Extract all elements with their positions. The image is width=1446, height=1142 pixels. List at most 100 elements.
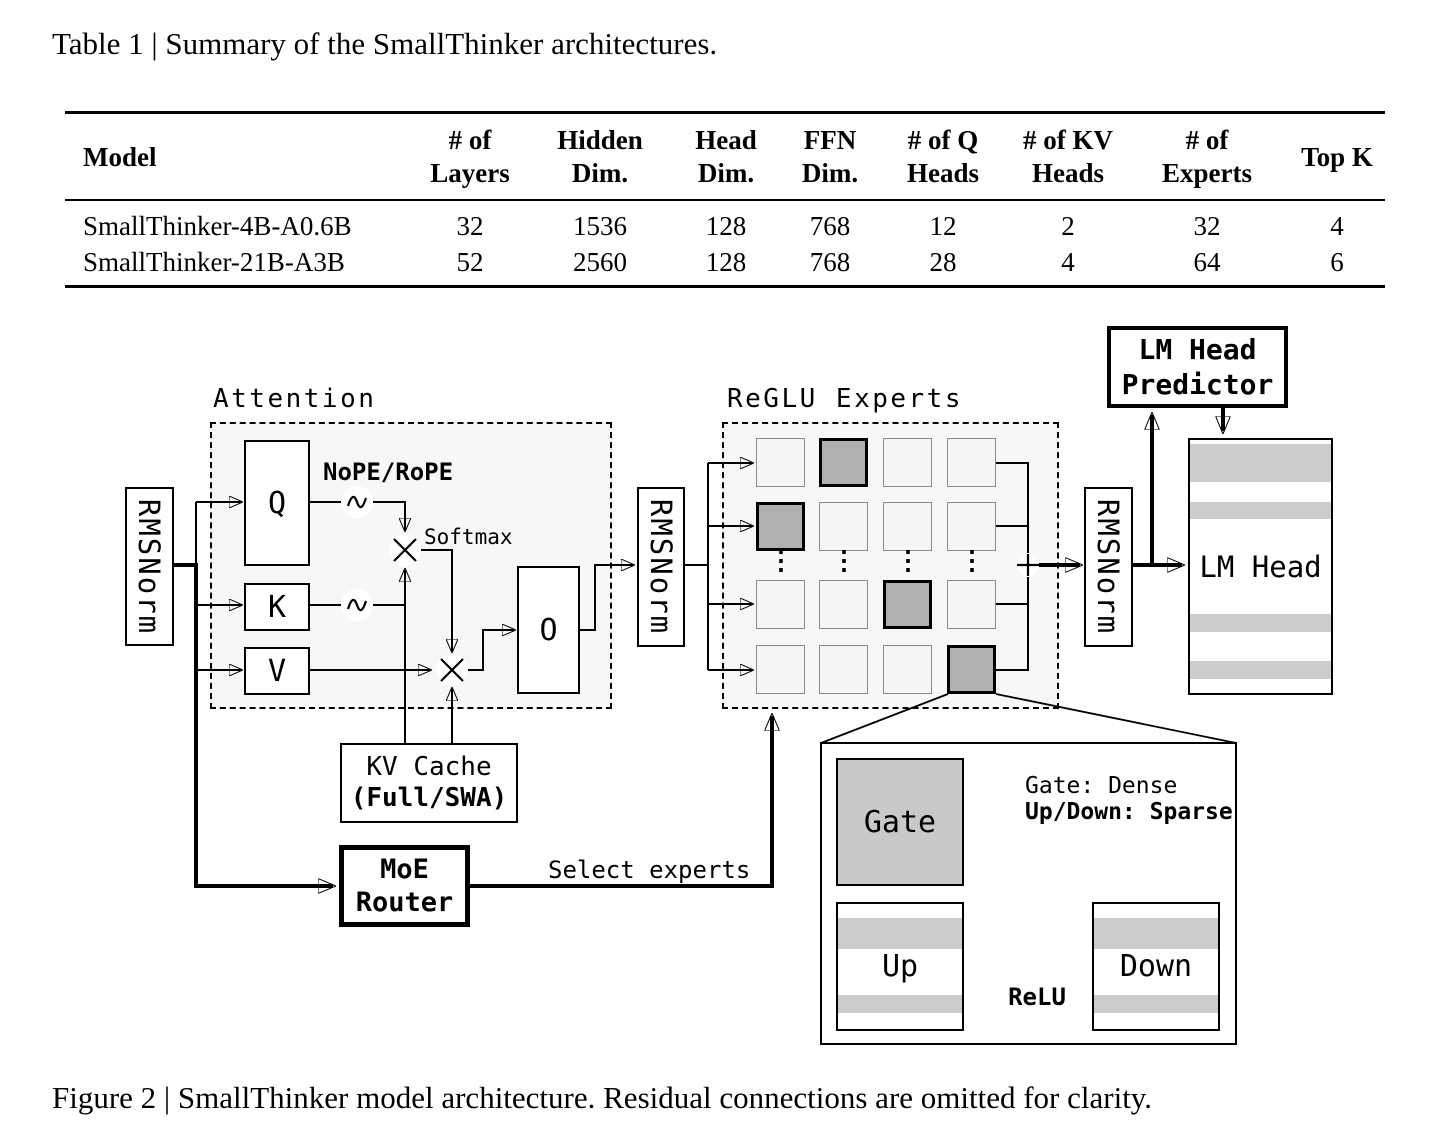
col-header-line: # of KV: [1023, 125, 1113, 155]
col-header-line: FFN: [803, 125, 857, 155]
col-header-line: # of: [1185, 125, 1229, 155]
table-cell: 768: [809, 247, 851, 277]
v-label: V: [267, 653, 287, 689]
gate-box: Gate: [836, 758, 964, 886]
table-cell: 28: [929, 247, 957, 277]
table-top-rule: [65, 111, 1385, 114]
weight-stripe: [1190, 502, 1331, 519]
gate-label: Gate: [863, 804, 937, 840]
table-cell: 2: [1061, 211, 1075, 241]
expert-cell: [947, 502, 996, 551]
col-header-line: Heads: [906, 158, 979, 188]
q-label: Q: [267, 485, 287, 521]
updown-sparse-note: Up/Down: Sparse: [1025, 799, 1233, 825]
col-header-line: Dim.: [571, 158, 629, 188]
table-cell: 4: [1061, 247, 1075, 277]
rmsnorm-label: RMSNorm: [1091, 498, 1126, 636]
k-label: K: [267, 589, 287, 625]
col-header-top-k: Top K: [1277, 116, 1397, 198]
table-cell: 128: [705, 211, 747, 241]
table-cell: 32: [1193, 211, 1221, 241]
up-label: Up: [881, 949, 919, 984]
weight-stripe: [1190, 444, 1331, 482]
col-header-line: Dim.: [801, 158, 859, 188]
moe-router-box: MoE Router: [339, 845, 470, 927]
kv-cache-box: KV Cache (Full/SWA): [340, 743, 518, 823]
table-bottom-rule: [65, 285, 1385, 288]
table-cell: 52: [456, 247, 484, 277]
rmsnorm-box-3: RMSNorm: [1084, 487, 1133, 647]
table-title: Table 1 | Summary of the SmallThinker ar…: [52, 26, 718, 61]
k-proj-box: K: [244, 583, 310, 631]
o-label: O: [539, 612, 558, 648]
rmsnorm-label: RMSNorm: [644, 498, 678, 636]
lm-head-label: LM Head: [1199, 549, 1322, 584]
q-proj-box: Q: [244, 440, 310, 566]
col-header-line: Experts: [1162, 158, 1252, 188]
rmsnorm-box-2: RMSNorm: [637, 487, 685, 647]
weight-stripe: [1094, 918, 1218, 949]
nope-rope-label: NoPE/RoPE: [323, 458, 454, 486]
rmsnorm-label: RMSNorm: [132, 498, 167, 635]
table-cell: 4: [1330, 211, 1344, 241]
col-header-line: # of Q: [907, 125, 979, 155]
expert-cell-selected: [819, 438, 868, 487]
reglu-experts-title: ReGLU Experts: [727, 384, 963, 414]
col-header-line: Top K: [1301, 141, 1373, 172]
gate-dense-note: Gate: Dense: [1025, 773, 1178, 799]
moe-router-label: Router: [355, 887, 454, 918]
expert-cell: [819, 502, 868, 551]
col-header-line: Head: [695, 125, 757, 155]
expert-cell: [819, 580, 868, 629]
lm-head-predictor-box: LM Head Predictor: [1107, 326, 1288, 408]
weight-stripe: [1190, 661, 1331, 679]
col-header-line: # of: [448, 125, 492, 155]
moe-router-label: MoE: [380, 854, 429, 885]
col-header-line: Dim.: [697, 158, 755, 188]
expert-cell: [947, 580, 996, 629]
ellipsis: ⋮: [768, 546, 794, 576]
expert-cell: [756, 580, 805, 629]
o-proj-box: O: [517, 566, 580, 694]
col-header-model: Model: [83, 116, 363, 198]
table-cell: 32: [456, 211, 484, 241]
weight-stripe: [838, 918, 962, 949]
expert-cell: [947, 438, 996, 487]
expert-cell: [819, 645, 868, 694]
col-header-line: Hidden: [557, 125, 643, 155]
expert-cell-selected: [947, 645, 996, 694]
expert-cell: [883, 645, 932, 694]
up-box: Up: [836, 902, 964, 1031]
col-header-line: Model: [83, 141, 157, 172]
table-cell: 12: [929, 211, 957, 241]
table-cell: SmallThinker-21B-A3B: [83, 247, 345, 277]
table-cell: 1536: [573, 211, 627, 241]
relu-label: ReLU: [1008, 983, 1066, 1011]
ellipsis: ⋮: [959, 546, 985, 576]
attention-title: Attention: [213, 384, 377, 414]
table-cell: 6: [1330, 247, 1344, 277]
softmax-label: Softmax: [424, 525, 513, 549]
down-label: Down: [1119, 949, 1193, 984]
lm-head-predictor-label: LM Head: [1138, 333, 1257, 366]
col-header-line: Heads: [1031, 158, 1104, 188]
table-cell: 2560: [573, 247, 627, 277]
ellipsis: ⋮: [895, 546, 921, 576]
weight-stripe: [838, 995, 962, 1013]
expert-cell-selected: [883, 580, 932, 629]
kv-cache-mode-label: (Full/SWA): [350, 783, 508, 813]
v-proj-box: V: [244, 647, 310, 695]
table-mid-rule: [65, 199, 1385, 201]
lm-head-predictor-label: Predictor: [1121, 368, 1274, 401]
table-cell: 128: [705, 247, 747, 277]
col-header-line: Layers: [430, 158, 510, 188]
select-experts-label: Select experts: [548, 856, 751, 884]
